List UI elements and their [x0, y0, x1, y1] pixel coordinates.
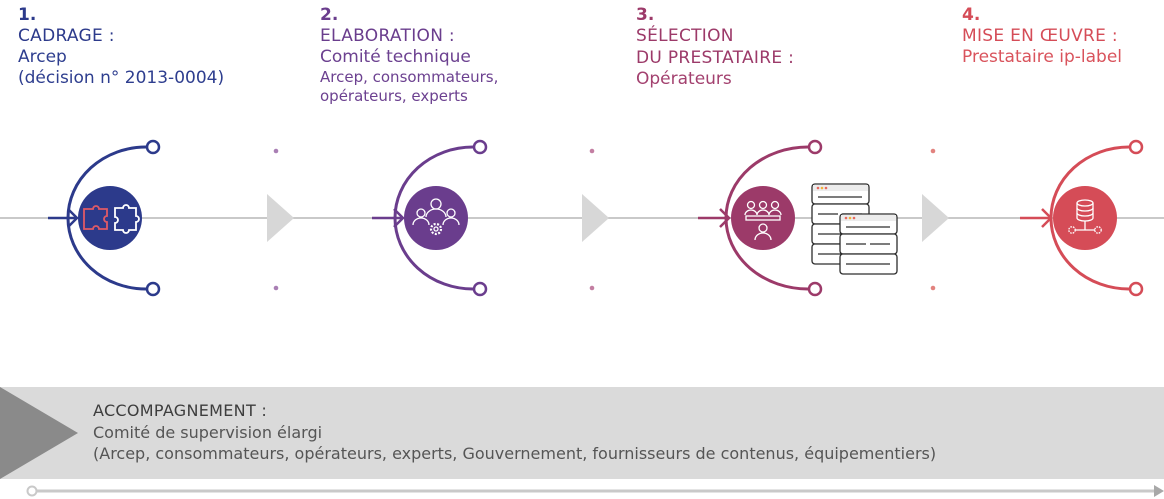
chevron-icon: [922, 194, 949, 242]
timeline-start-icon: [26, 485, 38, 497]
accompagnement-band: [0, 387, 1164, 479]
step-elaboration: 2. ELABORATION : Comité technique Arcep,…: [320, 6, 498, 106]
step-title: ELABORATION :: [320, 26, 455, 46]
step-title: MISE EN ŒUVRE :: [962, 26, 1118, 46]
step-number: 1.: [18, 5, 37, 25]
step-mise-en-oeuvre: 4. MISE EN ŒUVRE : Prestataire ip-label: [962, 6, 1122, 68]
chevron-icon: [582, 194, 609, 242]
step-ring-mise-en-oeuvre: [1020, 139, 1144, 297]
separator-dots: [930, 148, 936, 291]
step-selection: 3. SÉLECTION DU PRESTATAIRE : Opérateurs: [636, 6, 794, 90]
step-actor: Comité technique: [320, 47, 471, 67]
step-actor: Opérateurs: [636, 69, 732, 89]
step-actor: Prestataire ip-label: [962, 47, 1123, 67]
step-actor: Arcep: [18, 47, 67, 67]
timeline-arrowhead-icon: [1154, 485, 1164, 497]
step-cadrage: 1. CADRAGE : Arcep (décision n° 2013-000…: [18, 6, 224, 89]
step-ring-elaboration: [372, 139, 488, 297]
accompagnement-subtitle: Comité de supervision élargi: [93, 423, 323, 442]
server-stack-icon: [811, 183, 898, 275]
step-detail: (décision n° 2013-0004): [18, 68, 225, 88]
chevron-icon: [267, 194, 294, 242]
step-number: 3.: [636, 5, 655, 25]
step-number: 4.: [962, 5, 981, 25]
accompagnement-members: (Arcep, consommateurs, opérateurs, exper…: [93, 444, 937, 463]
step-detail-2: opérateurs, experts: [320, 87, 468, 105]
step-ring-selection: [698, 139, 823, 297]
step-detail: Arcep, consommateurs,: [320, 68, 499, 86]
step-ring-cadrage: [48, 139, 161, 297]
accompagnement-text: ACCOMPAGNEMENT : Comité de supervision é…: [93, 400, 936, 464]
step-title: SÉLECTION: [636, 26, 734, 46]
accompagnement-chevron-icon: [0, 387, 78, 479]
step-title-2: DU PRESTATAIRE :: [636, 48, 795, 68]
team-gear-icon: [404, 186, 468, 250]
database-icon: [1053, 186, 1117, 250]
meeting-icon: [731, 186, 795, 250]
separator-dots: [273, 148, 279, 291]
puzzle-icon: [78, 186, 142, 250]
separator-dots: [589, 148, 595, 291]
accompagnement-title: ACCOMPAGNEMENT :: [93, 401, 268, 420]
step-title: CADRAGE :: [18, 26, 115, 46]
step-number: 2.: [320, 5, 339, 25]
